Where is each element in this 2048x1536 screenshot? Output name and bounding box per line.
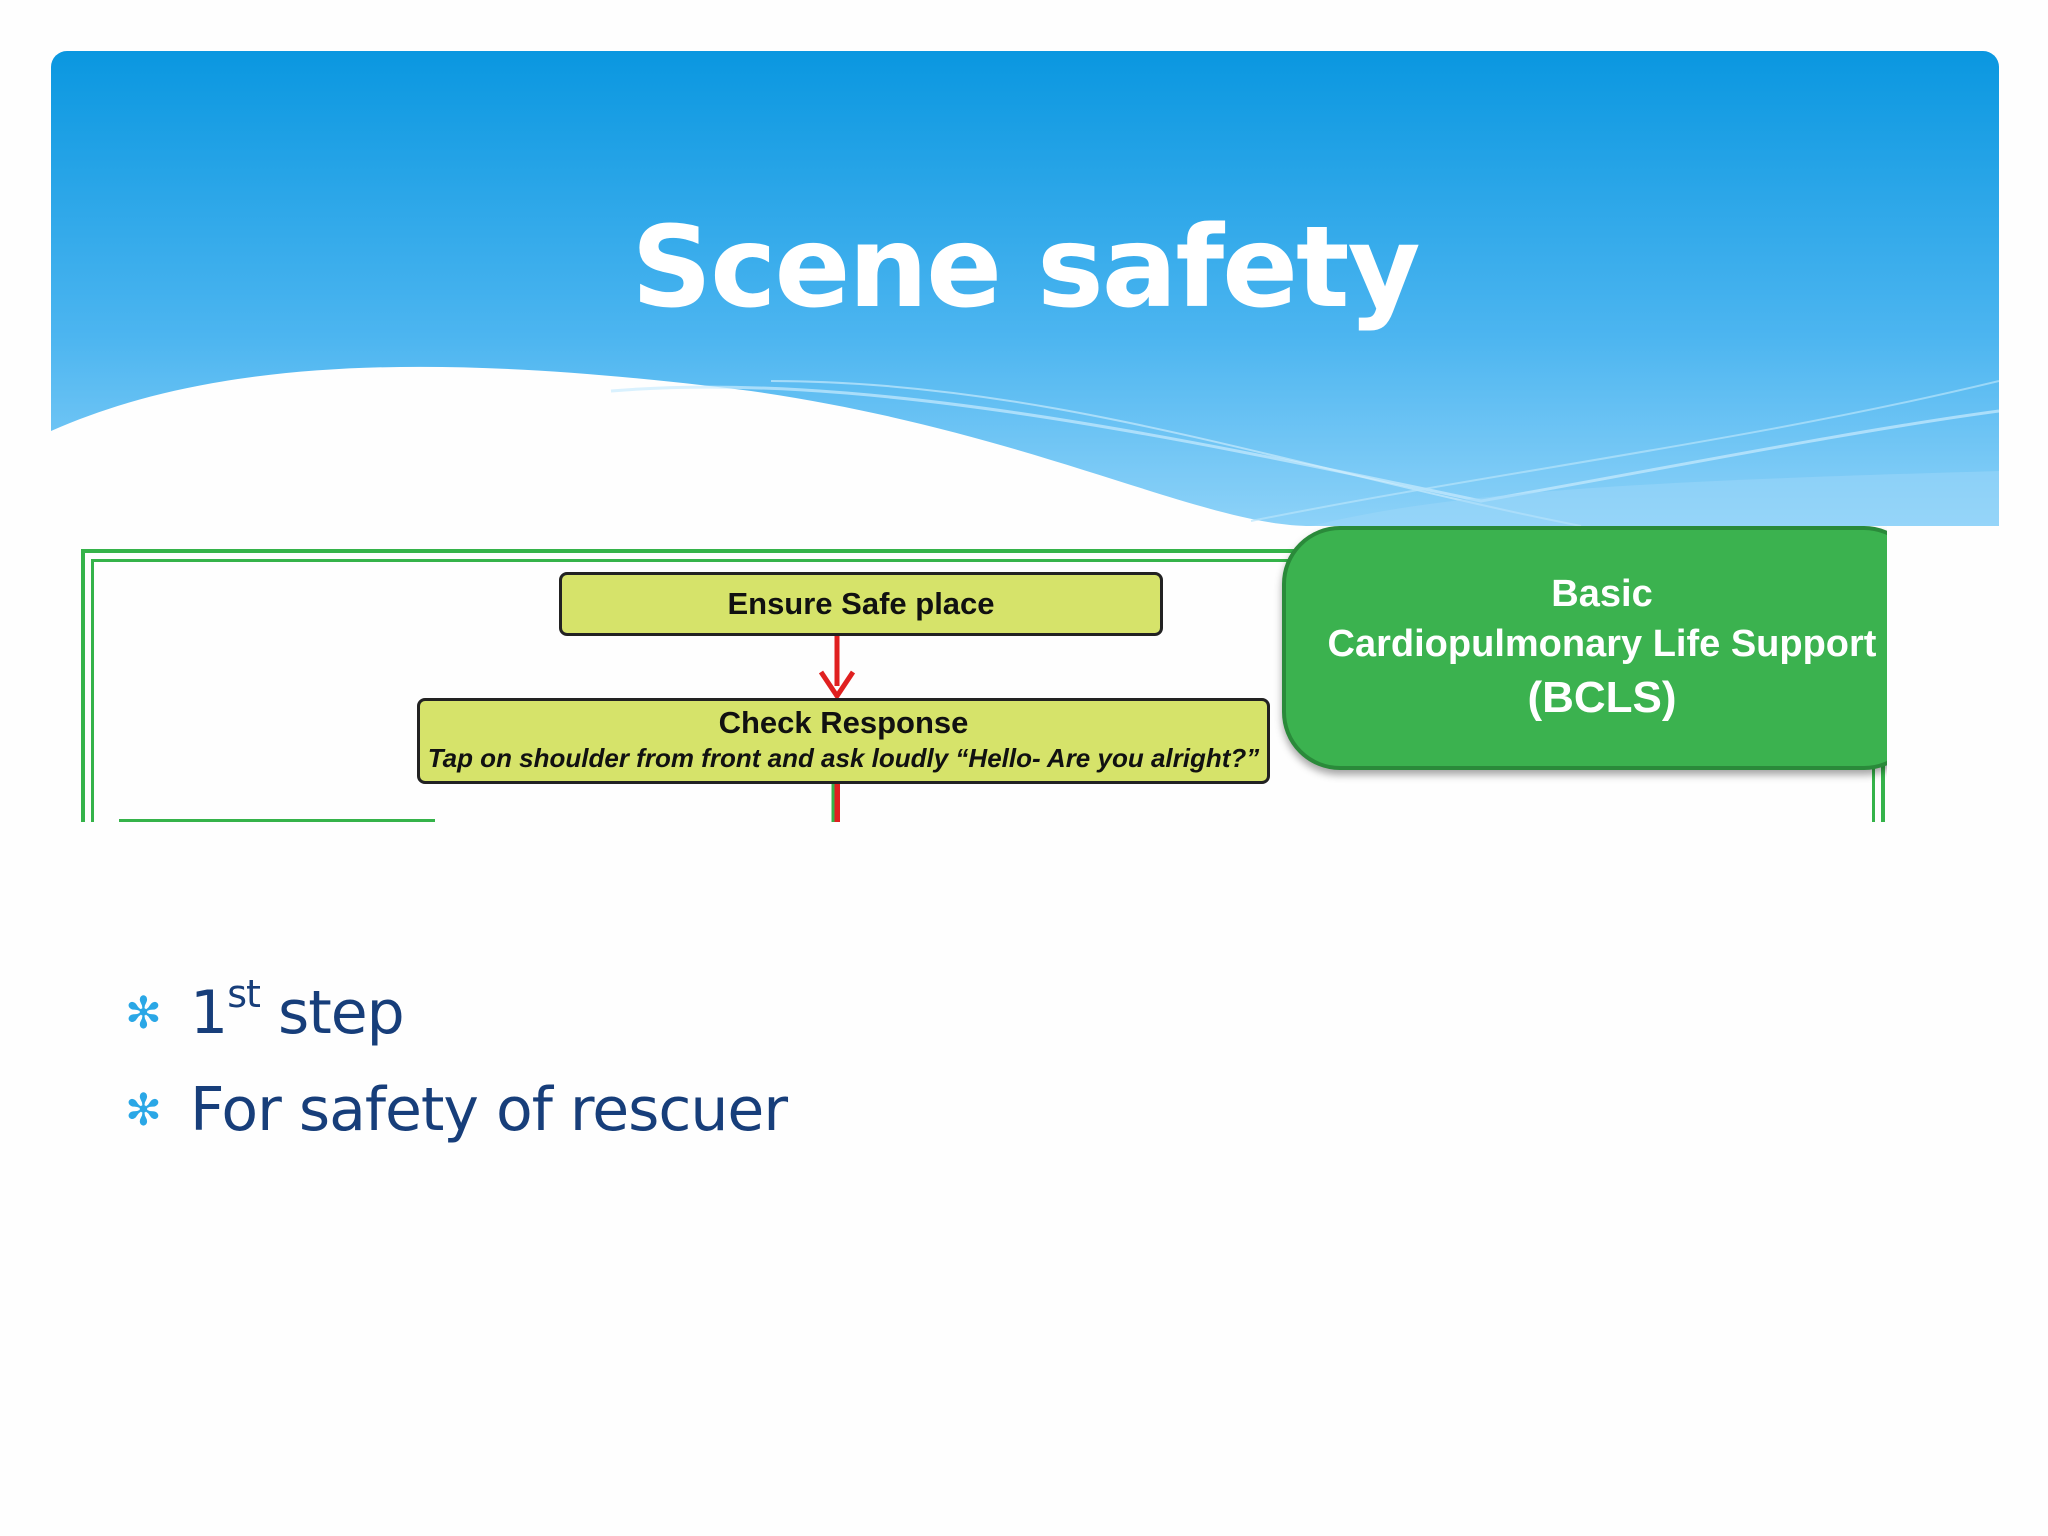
asterisk-icon: ✻	[125, 1085, 162, 1136]
check-response-box: Check Response Tap on shoulder from fron…	[417, 698, 1270, 784]
bullet-first-step-text: step	[259, 978, 405, 1048]
bcls-line-abbreviation: (BCLS)	[1527, 673, 1677, 722]
asterisk-icon: ✻	[125, 988, 162, 1039]
bullet-first-step-number: 1	[190, 978, 228, 1048]
header-wave-background	[51, 51, 1999, 526]
bullet-item-rescuer-safety: ✻ For safety of rescuer	[125, 1062, 788, 1159]
bcls-line-basic: Basic	[1551, 573, 1653, 615]
check-response-subtitle: Tap on shoulder from front and ask loudl…	[427, 743, 1260, 773]
bullet-first-step-superscript: st	[227, 972, 261, 1016]
ensure-safe-place-label: Ensure Safe place	[727, 586, 995, 621]
bullet-rescuer-safety-text: For safety of rescuer	[190, 1075, 788, 1145]
bcls-flowchart-excerpt: Ensure Safe place Check Response Tap on …	[81, 526, 1887, 822]
bcls-line-full-name: Cardiopulmonary Life Support	[1327, 623, 1877, 665]
bullet-item-first-step: ✻ 1st step	[125, 965, 787, 1062]
bcls-title-badge: Basic Cardiopulmonary Life Support (BCLS…	[1282, 526, 1887, 770]
bullet-list: ✻ 1st step ✻ For safety of rescuer	[125, 965, 788, 1159]
slide-header: Scene safety	[51, 51, 1999, 526]
check-response-title: Check Response	[718, 705, 969, 740]
ensure-safe-place-box: Ensure Safe place	[559, 572, 1163, 636]
arrow-down-icon	[818, 636, 856, 822]
flowchart-connector-line	[119, 819, 435, 822]
slide-title: Scene safety	[631, 203, 1420, 333]
